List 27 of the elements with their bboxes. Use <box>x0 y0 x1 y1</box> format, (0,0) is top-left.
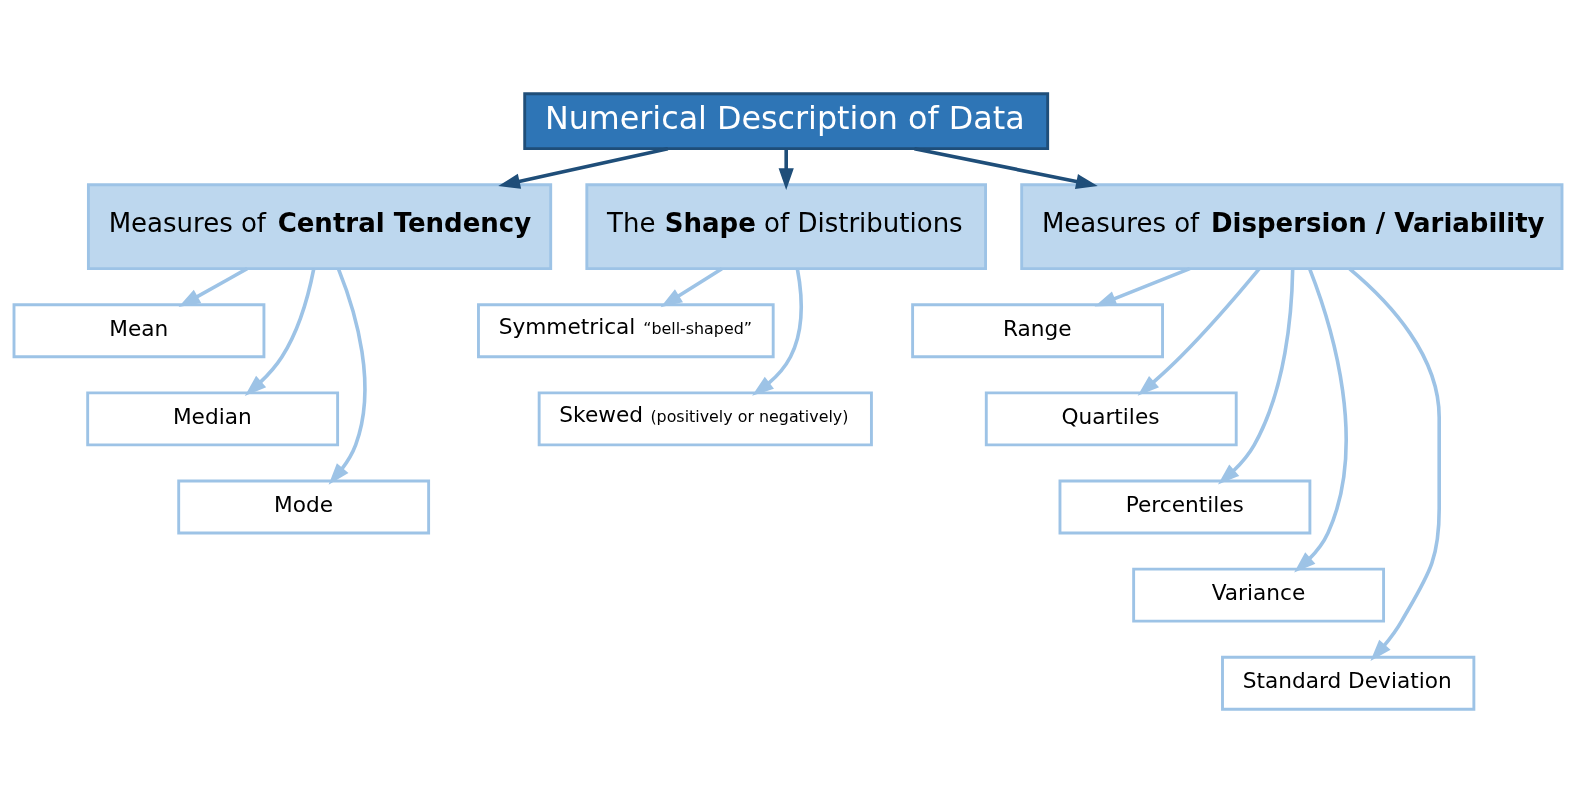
node-box: Range <box>911 303 1164 359</box>
arrow <box>660 267 723 308</box>
arrow <box>1348 267 1441 662</box>
arrow <box>1217 268 1295 485</box>
node-box: Skewed (positively or negatively) <box>537 391 873 447</box>
node-box: Symmetrical “bell-shaped” <box>477 303 775 359</box>
arrow <box>244 268 316 396</box>
node-box: Mean <box>12 303 266 359</box>
arrow <box>498 146 669 189</box>
node-box: The Shape of Distributions <box>585 183 987 271</box>
arrow <box>1137 267 1261 396</box>
node-box: Measures of Dispersion / Variability <box>1020 183 1564 271</box>
node-box: Quartiles <box>984 391 1238 447</box>
node-box: Mode <box>177 479 431 535</box>
node-box: Percentiles <box>1058 479 1312 535</box>
arrow <box>328 268 367 485</box>
arrow <box>914 146 1098 189</box>
node-box: Measures of Central Tendency <box>86 183 553 271</box>
arrow <box>1294 268 1348 573</box>
arrow <box>1094 267 1191 307</box>
node-box: Variance <box>1132 567 1386 623</box>
node-box: Median <box>86 391 340 447</box>
node-box: Standard Deviation <box>1221 655 1476 711</box>
arrow <box>752 268 803 396</box>
arrow <box>178 267 249 308</box>
arrow <box>778 149 794 191</box>
node-box: Numerical Description of Data <box>523 92 1050 151</box>
